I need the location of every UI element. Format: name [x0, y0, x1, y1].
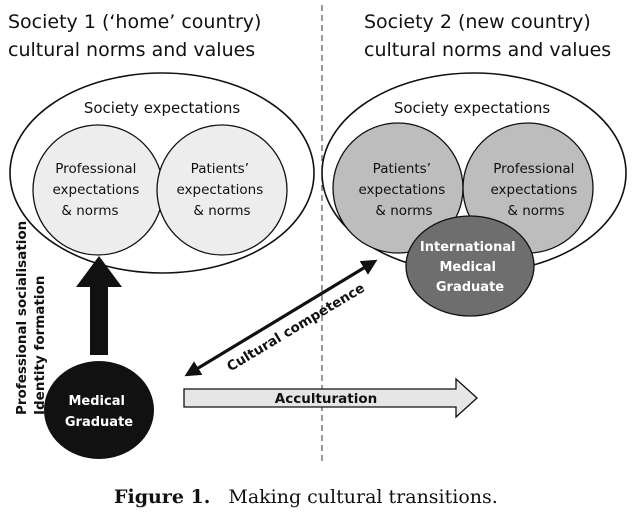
cultural-competence-label: Cultural competence — [224, 280, 368, 375]
figure-caption: Figure 1. Making cultural transitions. — [114, 486, 498, 508]
socialisation-arrow — [76, 256, 122, 355]
cultural-competence-arrow — [184, 259, 378, 377]
img-label: International Medical Graduate — [420, 240, 520, 295]
society2-title-line1: Society 2 (new country) — [364, 11, 591, 33]
society2-patients-label: Patients’ expectations & norms — [358, 161, 449, 219]
socialisation-label: Professional socialisation Identity form… — [14, 216, 48, 415]
society1-professional-label: Professional expectations & norms — [52, 161, 143, 219]
acculturation-arrow — [183, 377, 478, 419]
img-circle — [405, 215, 535, 317]
society1-patients-label: Patients’ expectations & norms — [176, 161, 267, 219]
society1-patients-circle — [156, 124, 288, 256]
society2-title-line2: cultural norms and values — [364, 39, 611, 61]
society2-professional-label: Professional expectations & norms — [490, 161, 581, 219]
society2-expectations-label: Society expectations — [394, 99, 551, 117]
society1-title-line1: Society 1 (‘home’ country) — [8, 11, 261, 33]
society1-expectations-label: Society expectations — [84, 99, 241, 117]
figure-number: Figure 1. — [114, 486, 210, 508]
medical-graduate-circle — [44, 361, 154, 459]
society1-title-line2: cultural norms and values — [8, 39, 255, 61]
medical-graduate-label: Medical Graduate — [65, 394, 133, 430]
figure-caption-text: Making cultural transitions. — [228, 486, 497, 508]
acculturation-label: Acculturation — [275, 391, 378, 407]
